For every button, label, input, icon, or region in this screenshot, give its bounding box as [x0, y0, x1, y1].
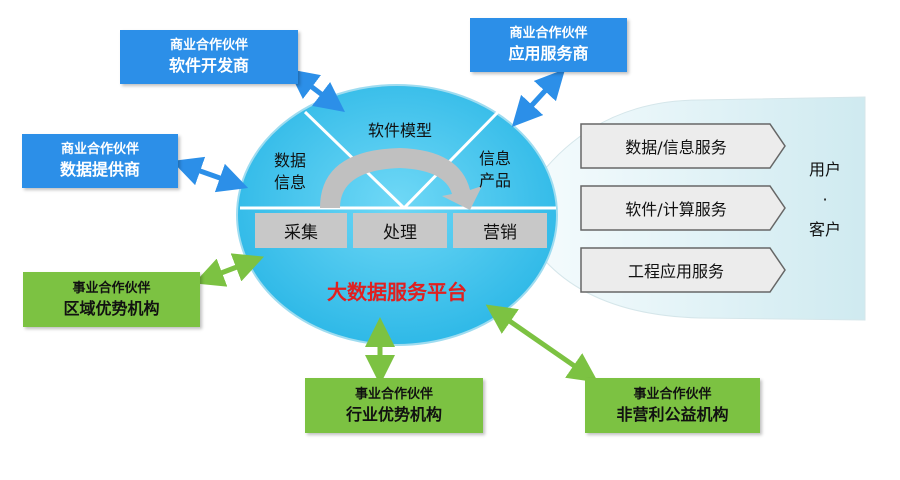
users-dot: · — [822, 190, 828, 209]
partner-name: 数据提供商 — [59, 160, 140, 179]
partner-name: 软件开发商 — [168, 56, 249, 75]
partner-type: 商业合作伙伴 — [509, 26, 588, 41]
users-label: 用户 · 客户 — [800, 155, 850, 245]
partner-regional: 事业合作伙伴区域优势机构 — [23, 272, 200, 327]
partner-type: 商业合作伙伴 — [169, 38, 248, 53]
partner-name: 区域优势机构 — [63, 298, 160, 318]
partner-name: 非营利公益机构 — [616, 404, 729, 424]
stage-collect: 采集 — [255, 213, 347, 248]
partner-app-service: 商业合作伙伴应用服务商 — [470, 18, 627, 72]
partner-software-dev: 商业合作伙伴软件开发商 — [120, 30, 298, 84]
stage-market: 营销 — [453, 213, 547, 248]
service-software-compute: 软件/计算服务 — [625, 200, 727, 219]
partner-type: 事业合作伙伴 — [633, 386, 712, 402]
service-engineering: 工程应用服务 — [627, 262, 724, 281]
sector-info-product: 信息 产品 — [478, 149, 511, 190]
service-arrow-shape — [580, 185, 786, 231]
partner-type: 事业合作伙伴 — [72, 280, 151, 296]
service-data-info: 数据/信息服务 — [625, 138, 727, 157]
partner-type: 事业合作伙伴 — [354, 386, 433, 402]
platform-title: 大数据服务平台 — [327, 280, 467, 304]
partner-type: 商业合作伙伴 — [60, 142, 139, 157]
cycle-arrow-icon — [320, 148, 482, 210]
partner-name: 行业优势机构 — [345, 404, 442, 424]
partner-data-provider: 商业合作伙伴数据提供商 — [22, 134, 178, 188]
users-line2: 客户 — [808, 220, 841, 239]
service-arrow-shape — [580, 123, 786, 169]
sector-data-info: 数据 信息 — [273, 151, 306, 192]
service-arrow-shape — [580, 247, 786, 293]
partner-name: 应用服务商 — [508, 44, 589, 63]
partner-nonprofit: 事业合作伙伴非营利公益机构 — [585, 378, 760, 433]
users-line1: 用户 — [808, 160, 841, 179]
sector-software-model: 软件模型 — [367, 121, 432, 140]
stage-process: 处理 — [353, 213, 447, 248]
partner-industry: 事业合作伙伴行业优势机构 — [305, 378, 483, 433]
